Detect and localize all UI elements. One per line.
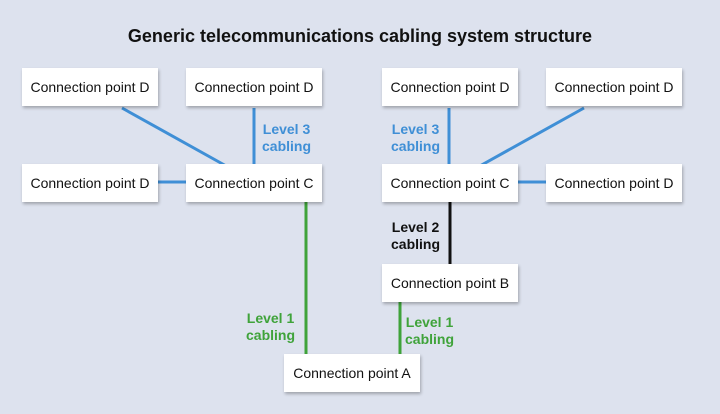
node-connection-point-d-mid-left: Connection point D [22,164,158,202]
label-level1-cabling-left: Level 1 cabling [246,310,295,344]
label-level1-cabling-right: Level 1 cabling [405,314,454,348]
label-level1-right-line2: cabling [405,331,455,347]
node-connection-point-d-top-3: Connection point D [382,68,518,106]
label-level3-left-line1: Level 3 [262,121,311,137]
label-level2-cabling: Level 2 cabling [391,219,440,253]
label-level1-right-line1: Level 1 [405,314,454,330]
node-connection-point-c-left: Connection point C [186,164,322,202]
label-level3-left-line2: cabling [262,138,312,154]
label-level2-line2: cabling [391,236,441,252]
node-connection-point-c-right: Connection point C [382,164,518,202]
level3-line-c-left-d-top-1 [121,106,229,169]
label-level1-left-line1: Level 1 [246,310,295,326]
label-level2-line1: Level 2 [391,219,440,235]
level3-line-c-right-d-top-4 [477,106,585,169]
label-level1-left-line2: cabling [246,327,296,343]
label-level3-right-line2: cabling [391,138,441,154]
node-connection-point-d-top-1: Connection point D [22,68,158,106]
label-level3-cabling-right: Level 3 cabling [391,121,440,155]
label-level3-cabling-left: Level 3 cabling [262,121,311,155]
node-connection-point-a: Connection point A [284,354,420,392]
diagram-title: Generic telecommunications cabling syste… [127,26,593,46]
node-connection-point-b: Connection point B [382,264,518,302]
node-connection-point-d-top-4: Connection point D [546,68,682,106]
node-connection-point-d-top-2: Connection point D [186,68,322,106]
label-level3-right-line1: Level 3 [391,121,440,137]
node-connection-point-d-mid-right: Connection point D [546,164,682,202]
